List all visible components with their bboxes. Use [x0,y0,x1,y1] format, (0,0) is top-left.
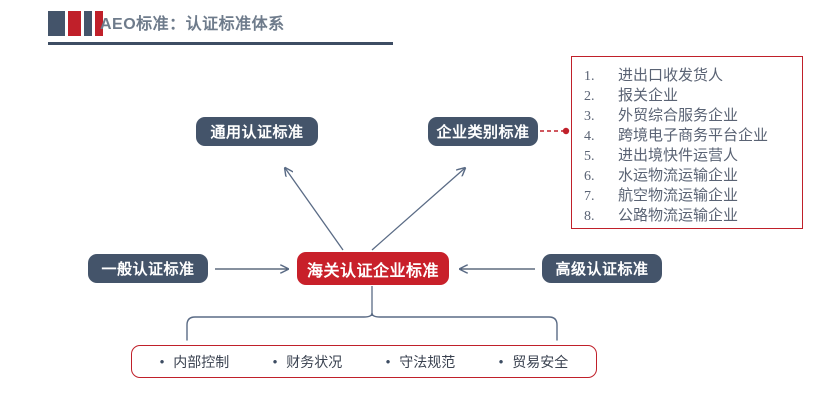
dashed-connector-endpoint-dot [562,127,570,135]
pillar-item[interactable]: • 守法规范 [386,352,456,372]
arrow-center-to-general [285,168,344,251]
header-bar: AEO标准：认证标准体系 [0,0,815,52]
pillar-label: 财务状况 [286,353,343,370]
list-item-label: 航空物流运输企业 [618,187,739,204]
list-item[interactable]: 2. 报关企业 [572,84,802,104]
pillar-item[interactable]: • 贸易安全 [499,352,569,372]
list-item-label: 报关企业 [618,87,679,104]
node-advanced-certification-standard[interactable]: 高级认证标准 [542,254,662,283]
node-category-standard[interactable]: 企业类别标准 [428,117,538,146]
list-item-number: 3. [584,109,595,124]
decoration-bar-red-narrow [95,11,103,36]
list-item-number: 4. [584,129,595,144]
list-item-number: 5. [584,149,595,164]
node-basic-certification-standard[interactable]: 一般认证标准 [88,254,208,283]
list-item-label: 公路物流运输企业 [618,207,739,224]
header-decoration-marks [48,11,106,36]
bullet-icon: • [272,354,278,369]
arrow-center-to-category [371,168,465,251]
enterprise-category-list: 1. 进出口收发货人 2. 报关企业 3. 外贸综合服务企业 4. 跨境电子商务… [571,56,803,229]
list-item[interactable]: 3. 外贸综合服务企业 [572,104,802,124]
list-item-label: 跨境电子商务平台企业 [618,127,769,144]
list-item[interactable]: 4. 跨境电子商务平台企业 [572,124,802,144]
list-item-number: 7. [584,189,595,204]
list-item[interactable]: 1. 进出口收发货人 [572,64,802,84]
list-item[interactable]: 6. 水运物流运输企业 [572,164,802,184]
pillar-label: 守法规范 [399,353,456,370]
list-item-label: 外贸综合服务企业 [618,107,739,124]
decoration-bar-red-wide [68,11,81,36]
list-item-label: 进出口收发货人 [618,67,724,84]
list-item-label: 进出境快件运营人 [618,147,739,164]
list-item[interactable]: 7. 航空物流运输企业 [572,184,802,204]
list-item-number: 6. [584,169,595,184]
header-underline [48,42,393,45]
bullet-icon: • [498,354,504,369]
list-item[interactable]: 5. 进出境快件运营人 [572,144,802,164]
certification-pillars-box: • 内部控制 • 财务状况 • 守法规范 • 贸易安全 [131,345,597,378]
decoration-bar-blue-narrow [84,11,92,36]
list-item[interactable]: 8. 公路物流运输企业 [572,204,802,224]
curly-brace-to-pillars [186,312,558,341]
list-item-number: 8. [584,209,595,224]
list-item-number: 2. [584,89,595,104]
bullet-icon: • [159,354,165,369]
pillar-label: 内部控制 [173,353,230,370]
list-item-number: 1. [584,69,595,84]
pillar-item[interactable]: • 内部控制 [160,352,230,372]
page-title: AEO标准：认证标准体系 [100,16,285,33]
bullet-icon: • [385,354,391,369]
decoration-bar-blue-wide [48,11,65,36]
node-general-standard[interactable]: 通用认证标准 [196,117,318,146]
pillar-label: 贸易安全 [512,353,569,370]
node-customs-certified-enterprise-standard[interactable]: 海关认证企业标准 [297,252,449,285]
list-item-label: 水运物流运输企业 [618,167,739,184]
pillar-item[interactable]: • 财务状况 [273,352,343,372]
